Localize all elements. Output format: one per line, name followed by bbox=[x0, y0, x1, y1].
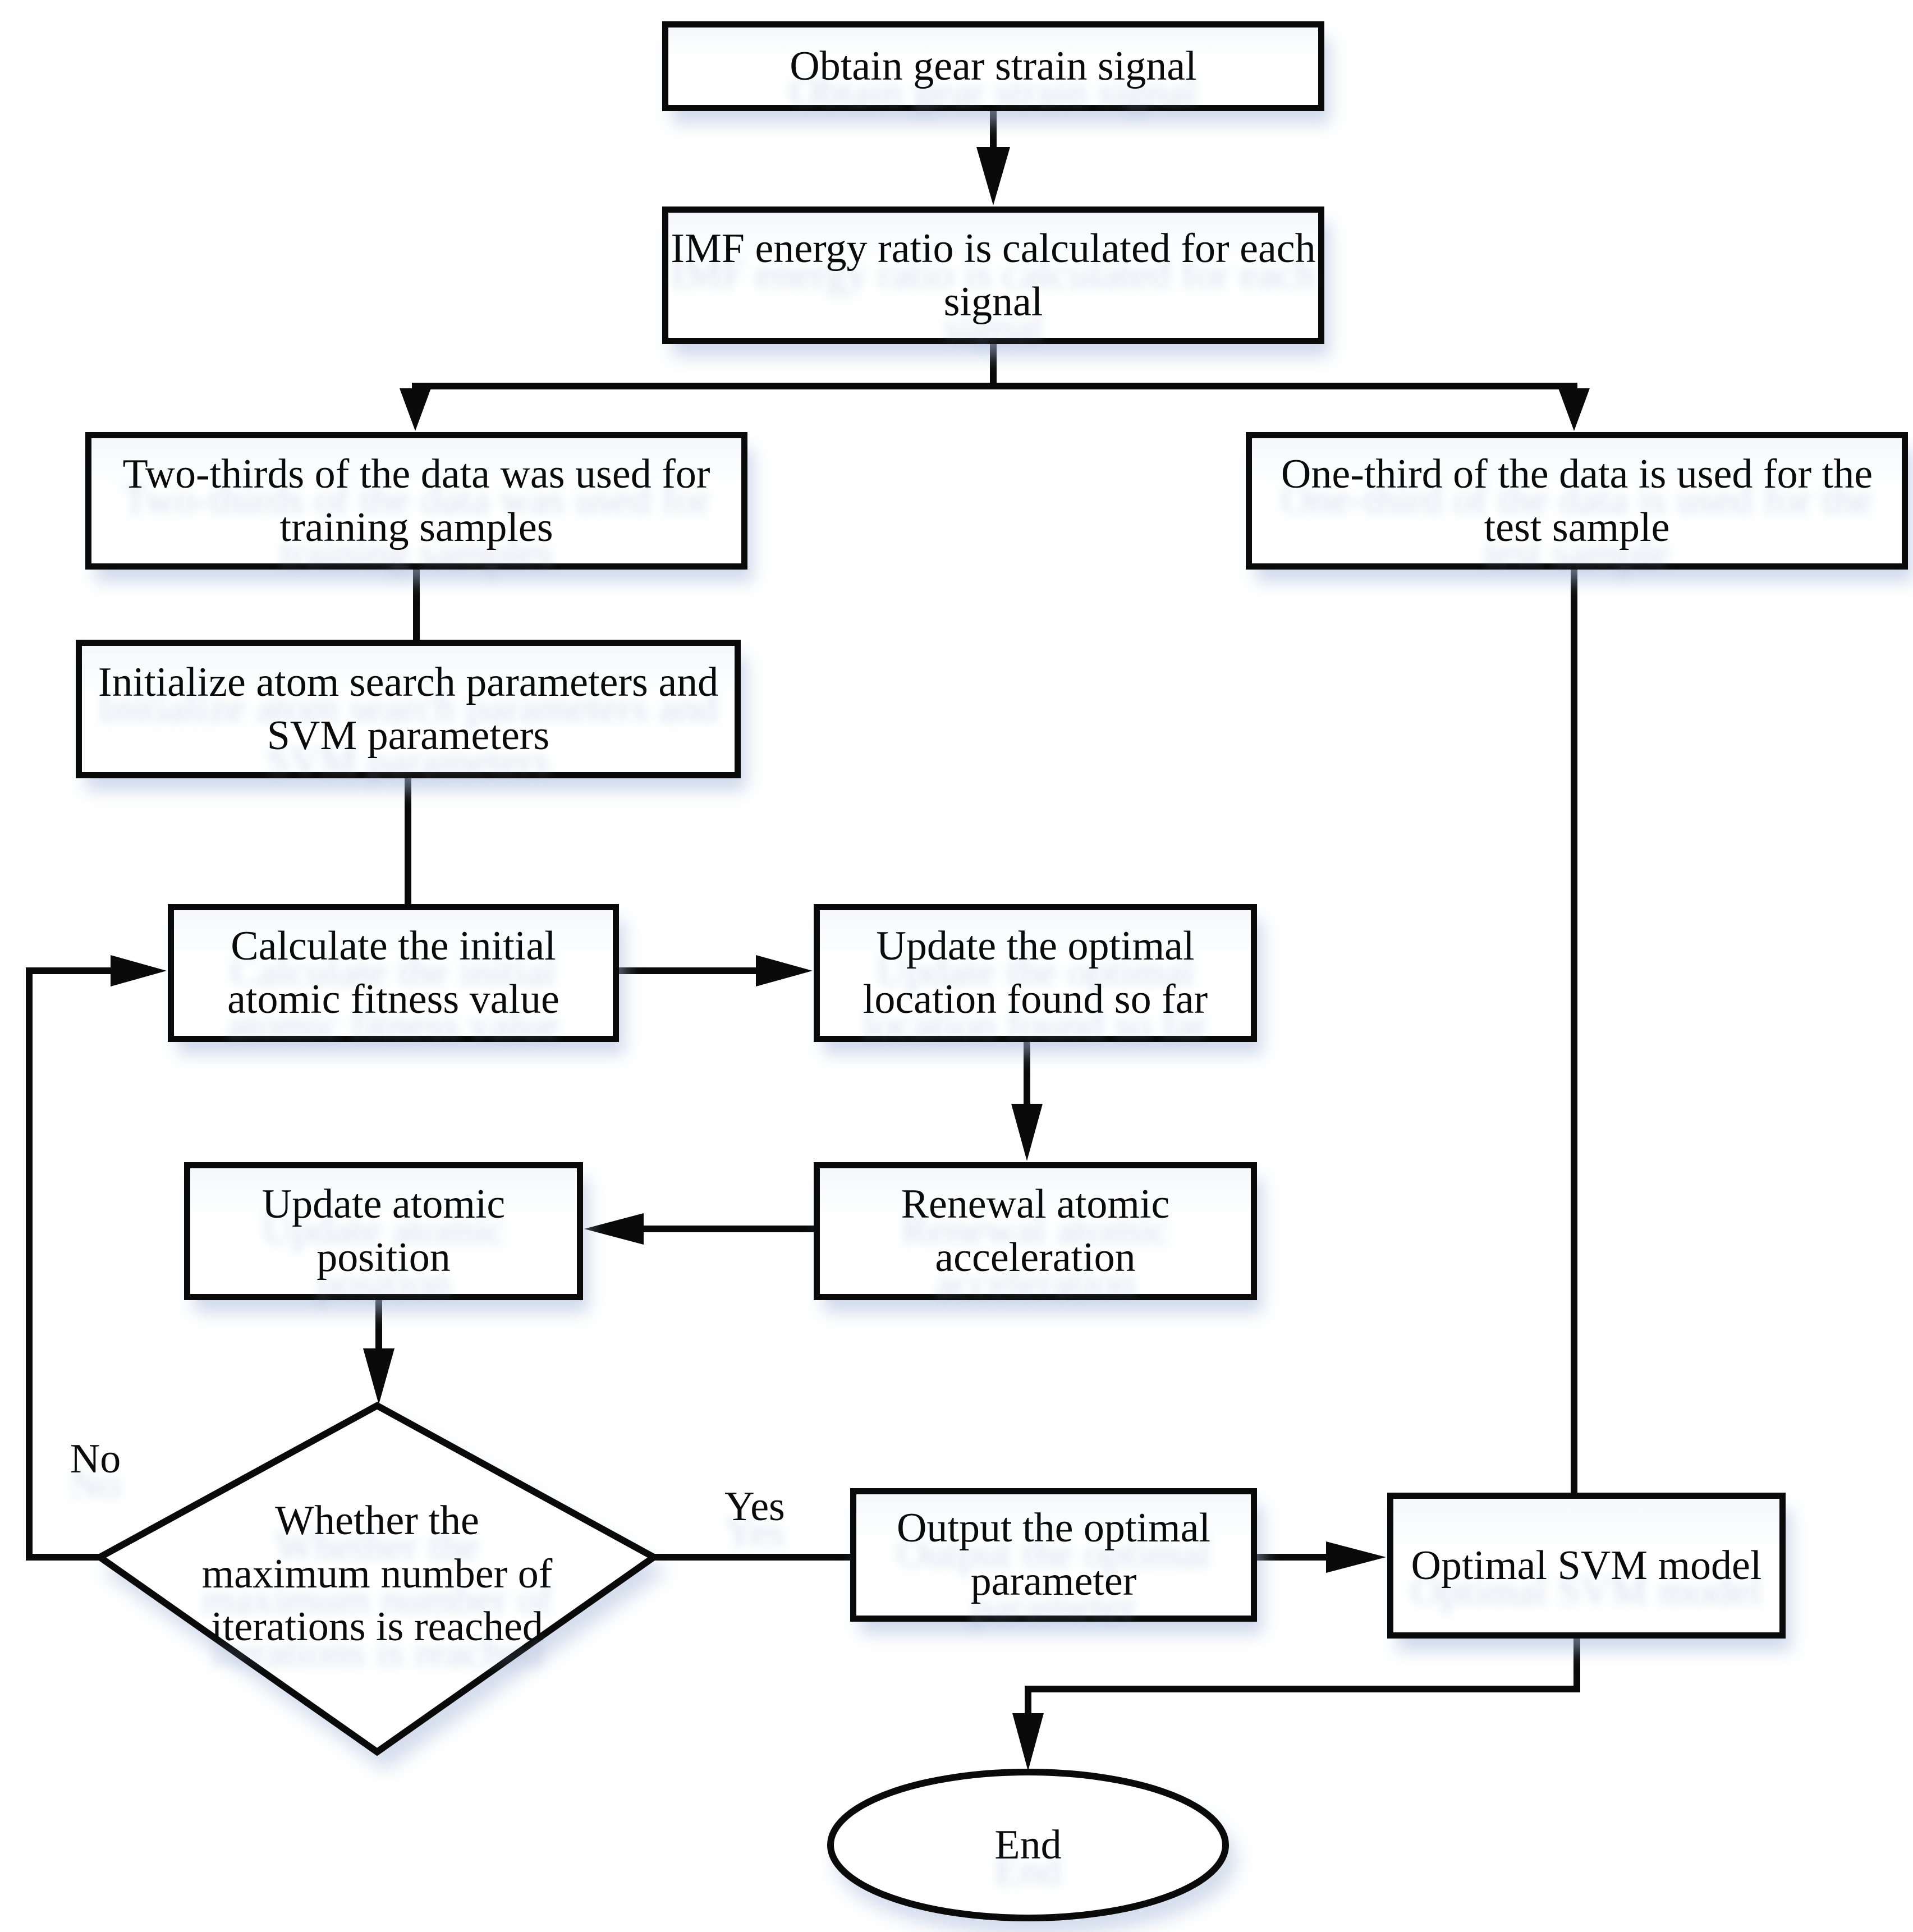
arrow-svm-to-end bbox=[1012, 1639, 1580, 1771]
node-obtain-label: Obtain gear strain signal bbox=[790, 43, 1197, 89]
arrow-no-loop-to-calc bbox=[26, 955, 167, 1561]
node-calculate-initial-fitness: Calculate the initial atomic fitness val… bbox=[168, 904, 619, 1042]
edge-label-no: No bbox=[42, 1425, 149, 1493]
arrow-output-to-svm bbox=[1257, 1541, 1386, 1573]
node-test-sample: One-third of the data is used for the te… bbox=[1246, 432, 1908, 570]
node-calc-label: Calculate the initial atomic fitness val… bbox=[227, 923, 559, 1022]
arrow-obtain-to-imf bbox=[976, 111, 1010, 205]
node-test-label: One-third of the data is used for the te… bbox=[1281, 451, 1873, 550]
arrow-renewal-to-update-position bbox=[584, 1213, 814, 1245]
node-updpos-label: Update atomic position bbox=[262, 1181, 506, 1281]
node-output-optimal-parameter: Output the optimal parameter bbox=[850, 1488, 1257, 1622]
node-training-samples: Two-thirds of the data was used for trai… bbox=[85, 432, 747, 570]
node-obtain-gear-strain-signal: Obtain gear strain signal bbox=[662, 21, 1324, 111]
decision-diamond-shape bbox=[93, 1402, 660, 1756]
node-decision-max-iterations: Whether the maximum number of iterations… bbox=[198, 1476, 557, 1672]
node-svm-label: Optimal SVM model bbox=[1411, 1542, 1762, 1589]
edge-label-yes: Yes bbox=[690, 1473, 819, 1540]
node-update-optimal-location: Update the optimal location found so far bbox=[814, 904, 1257, 1042]
node-renewal-label: Renewal atomic acceleration bbox=[901, 1181, 1170, 1281]
node-init-label: Initialize atom search parameters and SV… bbox=[98, 659, 719, 759]
node-updopt-label: Update the optimal location found so far bbox=[863, 923, 1208, 1022]
arrow-update-position-to-decision bbox=[363, 1300, 394, 1405]
node-renewal-atomic-acceleration: Renewal atomic acceleration bbox=[814, 1162, 1257, 1300]
edge-label-yes-text: Yes bbox=[724, 1483, 785, 1530]
node-optimal-svm-model: Optimal SVM model bbox=[1387, 1493, 1786, 1639]
node-output-label: Output the optimal parameter bbox=[896, 1505, 1211, 1604]
node-update-atomic-position: Update atomic position bbox=[184, 1162, 583, 1300]
edge-label-no-text: No bbox=[70, 1435, 121, 1482]
terminator-end-shape bbox=[827, 1769, 1229, 1921]
node-decision-label-text: Whether the maximum number of iterations… bbox=[201, 1497, 553, 1650]
node-end-label-text: End bbox=[994, 1821, 1062, 1868]
node-initialize-parameters: Initialize atom search parameters and SV… bbox=[76, 640, 741, 778]
node-imf-energy-ratio: IMF energy ratio is calculated for each … bbox=[662, 206, 1324, 344]
arrow-calc-to-update-optimal bbox=[619, 955, 813, 986]
node-imf-label: IMF energy ratio is calculated for each … bbox=[671, 225, 1316, 325]
arrow-imf-branch-to-train-and-test bbox=[400, 344, 1590, 431]
node-end-terminator: End bbox=[871, 1789, 1185, 1901]
arrow-update-optimal-to-renewal bbox=[1011, 1042, 1043, 1161]
node-train-label: Two-thirds of the data was used for trai… bbox=[122, 451, 710, 550]
